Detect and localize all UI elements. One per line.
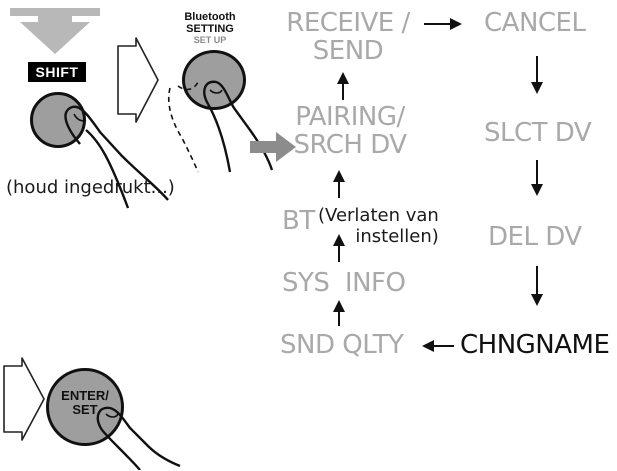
menu-item-pairing-srch-dv: PAIRING/ SRCH DV	[293, 102, 407, 160]
arrow-down-icon	[531, 160, 543, 196]
enter-set-button[interactable]: ENTER/ SET	[46, 368, 124, 446]
arrow-up-icon	[333, 234, 345, 262]
bt-note: (Verlaten van instellen)	[318, 205, 439, 247]
hold-note: (houd ingedrukt...)	[6, 177, 175, 198]
menu-item-bt: BT	[282, 206, 315, 236]
arrow-right-icon	[424, 18, 462, 30]
shift-key-label: SHIFT	[28, 62, 86, 82]
menu-item-cancel: CANCEL	[484, 8, 586, 38]
arrow-down-icon	[531, 56, 543, 94]
arrow-up-icon	[333, 300, 345, 326]
down-arrow-icon	[10, 8, 100, 54]
bluetooth-label: Bluetooth SETTING SET UP	[184, 11, 236, 45]
menu-item-receive-send: RECEIVE / SEND	[286, 8, 410, 66]
bluetooth-setting-button[interactable]	[182, 50, 246, 110]
arrow-up-icon	[333, 170, 345, 198]
finger-icon	[64, 105, 169, 209]
finger-press-icon	[96, 406, 181, 470]
arrow-up-icon	[337, 72, 349, 100]
menu-item-chngname: CHNGNAME	[460, 330, 610, 360]
arrow-left-icon	[422, 340, 454, 352]
menu-item-del-dv: DEL DV	[488, 222, 582, 252]
menu-item-sys-info: SYS INFO	[282, 268, 406, 298]
next-step-arrow-icon	[117, 37, 159, 123]
menu-item-slct-dv: SLCT DV	[484, 118, 592, 148]
arrow-down-icon	[531, 266, 543, 306]
menu-item-snd-qlty: SND QLTY	[280, 330, 404, 360]
next-step-arrow-icon	[3, 357, 45, 441]
start-arrow-icon	[250, 132, 296, 162]
shift-button[interactable]	[30, 92, 86, 148]
